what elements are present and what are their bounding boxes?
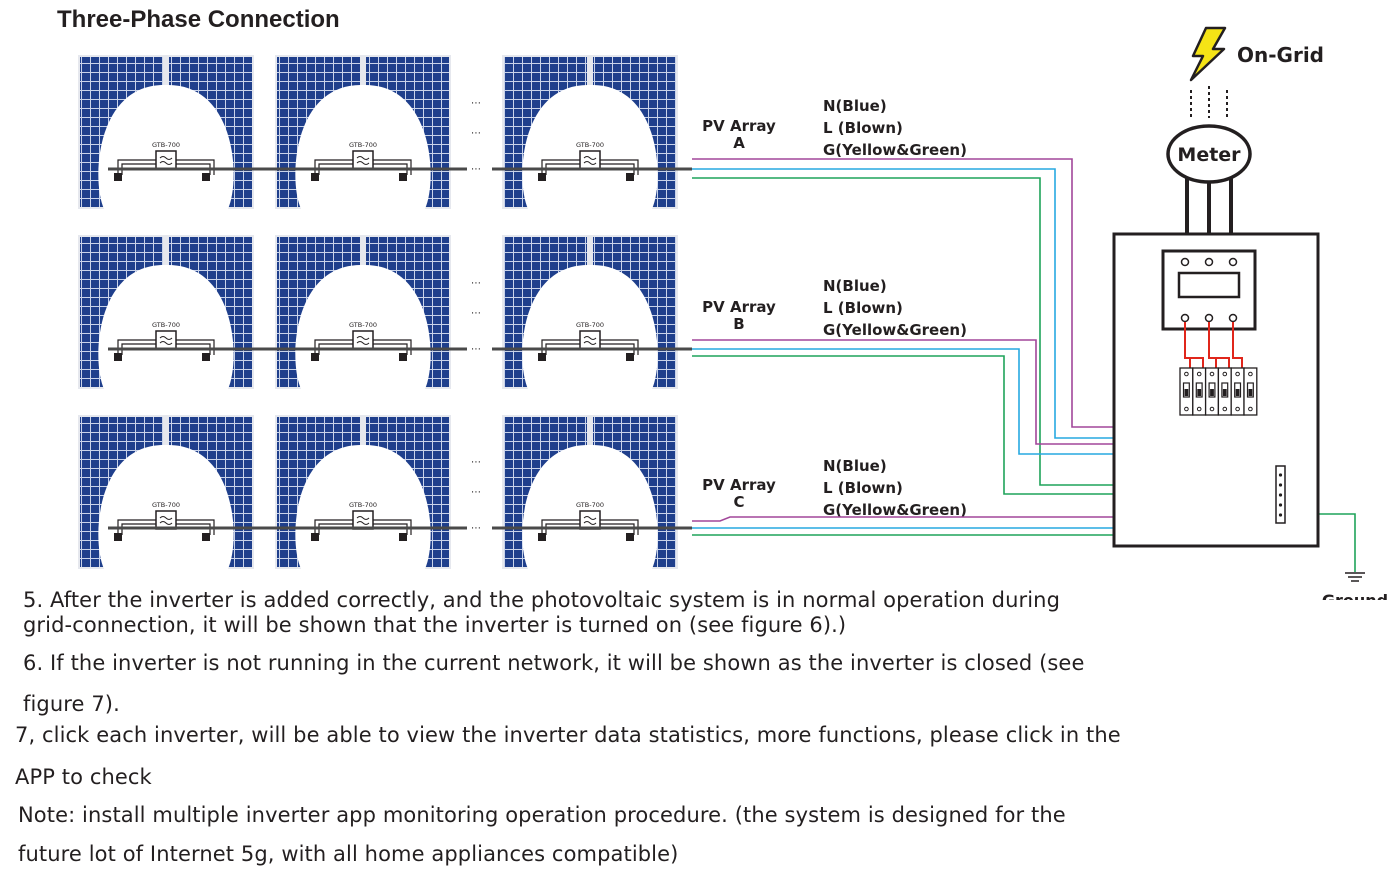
continuation-mark: ⋯ bbox=[471, 278, 481, 289]
circuit-breakers bbox=[1179, 367, 1258, 416]
wire-g-label: G(Yellow&Green) bbox=[823, 501, 967, 519]
breaker-pole bbox=[1230, 367, 1245, 416]
continuation-mark: ⋯ bbox=[471, 487, 481, 498]
wire-l-label: L (Blown) bbox=[823, 119, 903, 137]
wire-g-label: G(Yellow&Green) bbox=[823, 141, 967, 159]
inverter-model-label: GTB-700 bbox=[349, 321, 377, 329]
continuation-mark: ⋯ bbox=[471, 523, 481, 534]
instruction-line: 5. After the inverter is added correctly… bbox=[23, 588, 1061, 612]
breaker-pole bbox=[1192, 367, 1207, 416]
wire-l-label: L (Blown) bbox=[823, 299, 903, 317]
pv-panel-pair: GTB-700 bbox=[78, 415, 254, 569]
meter-display-screen bbox=[1177, 271, 1241, 299]
inverter-model-label: GTB-700 bbox=[152, 501, 180, 509]
micro-inverter-icon bbox=[579, 330, 601, 350]
pv-array-label: PV Array bbox=[702, 476, 776, 494]
pv-panel-pair: GTB-700 bbox=[502, 415, 678, 569]
instruction-line: APP to check bbox=[15, 765, 152, 789]
wire-n-label: N(Blue) bbox=[823, 457, 887, 475]
pv-array-letter: C bbox=[733, 493, 744, 511]
lightning-bolt-icon bbox=[1189, 26, 1227, 82]
inverter-model-label: GTB-700 bbox=[152, 321, 180, 329]
pv-panel-pair: GTB-700 bbox=[275, 55, 451, 209]
wire-l-label: L (Blown) bbox=[823, 479, 903, 497]
instruction-line: 6. If the inverter is not running in the… bbox=[23, 651, 1085, 675]
micro-inverter-icon bbox=[579, 150, 601, 170]
pv-array-letter: B bbox=[733, 315, 744, 333]
instruction-line: grid-connection, it will be shown that t… bbox=[23, 613, 847, 637]
pv-panel-pair: GTB-700 bbox=[502, 55, 678, 209]
meter-icon bbox=[1166, 124, 1252, 184]
pv-panel-pair: GTB-700 bbox=[78, 235, 254, 389]
continuation-mark: ⋯ bbox=[471, 308, 481, 319]
pv-panel-pair: GTB-700 bbox=[275, 235, 451, 389]
pv-panel-pair: GTB-700 bbox=[275, 415, 451, 569]
grid-dashes bbox=[1190, 86, 1228, 118]
inverter-model-label: GTB-700 bbox=[576, 141, 604, 149]
continuation-mark: ⋯ bbox=[471, 457, 481, 468]
wire-n-label: N(Blue) bbox=[823, 277, 887, 295]
inverter-model-label: GTB-700 bbox=[349, 501, 377, 509]
instruction-line: future lot of Internet 5g, with all home… bbox=[18, 842, 679, 866]
diagram-title: Three-Phase Connection bbox=[57, 6, 340, 33]
breaker-pole bbox=[1217, 367, 1232, 416]
micro-inverter-icon bbox=[579, 510, 601, 530]
meter-terminals bbox=[1180, 257, 1238, 323]
inverter-model-label: GTB-700 bbox=[576, 321, 604, 329]
continuation-mark: ⋯ bbox=[471, 344, 481, 355]
micro-inverter-icon bbox=[155, 150, 177, 170]
wire-n-label: N(Blue) bbox=[823, 97, 887, 115]
micro-inverter-icon bbox=[352, 150, 374, 170]
micro-inverter-icon bbox=[155, 330, 177, 350]
instruction-line: figure 7). bbox=[23, 692, 120, 716]
pv-array-label: PV Array bbox=[702, 117, 776, 135]
on-grid-label: On-Grid bbox=[1237, 43, 1324, 67]
ground-label: Ground bbox=[1322, 591, 1388, 600]
instruction-line: 7, click each inverter, will be able to … bbox=[15, 723, 1121, 747]
wire-g-label: G(Yellow&Green) bbox=[823, 321, 967, 339]
pv-row: GTB-700 GTB-700 GTB-700 ⋯ ⋯ ⋯ bbox=[78, 415, 692, 569]
breaker-pole bbox=[1204, 367, 1220, 416]
instruction-line: Note: install multiple inverter app moni… bbox=[18, 803, 1066, 827]
meter-label: Meter bbox=[1177, 144, 1241, 166]
inverter-model-label: GTB-700 bbox=[576, 501, 604, 509]
ground-bar-terminals bbox=[1278, 473, 1283, 517]
continuation-mark: ⋯ bbox=[471, 128, 481, 139]
micro-inverter-icon bbox=[352, 510, 374, 530]
breaker-pole bbox=[1179, 367, 1194, 416]
pv-panel-pair: GTB-700 bbox=[502, 235, 678, 389]
meter-feed-cables bbox=[1185, 178, 1233, 234]
pv-row: GTB-700 GTB-700 GTB-700 ⋯ ⋯ ⋯ bbox=[78, 235, 692, 389]
inverter-model-label: GTB-700 bbox=[349, 141, 377, 149]
pv-panel-pair: GTB-700 bbox=[78, 55, 254, 209]
inverter-model-label: GTB-700 bbox=[152, 141, 180, 149]
continuation-mark: ⋯ bbox=[471, 98, 481, 109]
micro-inverter-icon bbox=[352, 330, 374, 350]
continuation-mark: ⋯ bbox=[471, 164, 481, 175]
pv-array-letter: A bbox=[733, 134, 745, 152]
micro-inverter-icon bbox=[155, 510, 177, 530]
pv-row: GTB-700 GTB-700 GTB-700 ⋯ ⋯ ⋯ bbox=[78, 55, 692, 209]
ground-symbol-icon bbox=[1345, 572, 1365, 582]
red-links bbox=[1184, 322, 1243, 368]
pv-array-label: PV Array bbox=[702, 298, 776, 316]
breaker-pole bbox=[1243, 367, 1258, 416]
